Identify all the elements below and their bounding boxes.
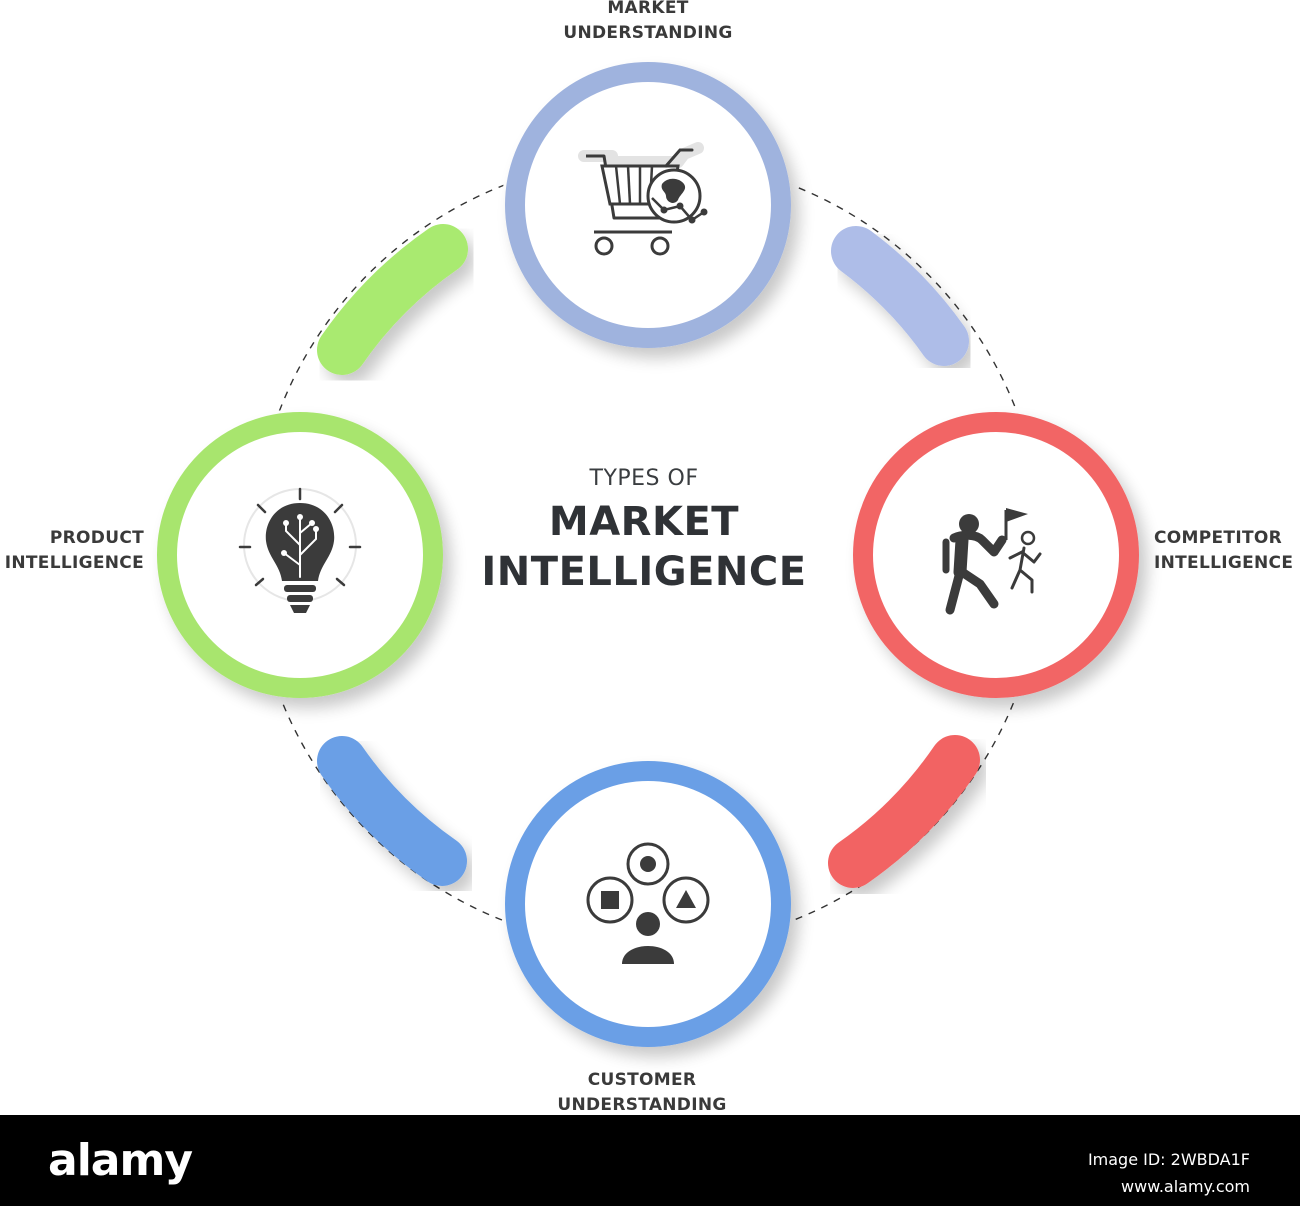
brand-url: www.alamy.com <box>1121 1177 1250 1196</box>
node-customer-understanding <box>505 761 791 1047</box>
connector-arc-top-right <box>831 226 969 366</box>
lightbulb-idea-icon <box>238 487 362 613</box>
footer-bar: alamy Image ID: 2WBDA1F www.alamy.com <box>0 1115 1300 1206</box>
label-competitor-intelligence: COMPETITOR INTELLIGENCE <box>1154 528 1294 573</box>
infographic-canvas: MARKET UNDERSTANDING COMPETITOR INTELLIG… <box>4 0 1294 1115</box>
shopping-cart-globe-icon <box>578 142 708 256</box>
cycle-diagram <box>157 62 1139 1047</box>
image-id: Image ID: 2WBDA1F <box>1087 1150 1250 1169</box>
label-product-intelligence: PRODUCT INTELLIGENCE <box>4 528 144 573</box>
label-market-understanding: MARKET UNDERSTANDING <box>563 0 733 43</box>
connector-arc-bottom-left <box>317 736 467 886</box>
connector-arc-bottom-right <box>828 735 980 888</box>
center-title-line1: MARKET <box>548 499 740 545</box>
label-customer-understanding: CUSTOMER UNDERSTANDING <box>557 1070 727 1115</box>
center-title-line2: INTELLIGENCE <box>481 549 807 595</box>
brand-logo: alamy <box>48 1135 193 1186</box>
center-subtitle: TYPES OF <box>589 466 699 491</box>
connector-arc-top-left <box>317 224 468 375</box>
competitor-race-icon <box>942 508 1042 615</box>
center-title: TYPES OF MARKET INTELLIGENCE <box>444 466 844 597</box>
customer-choices-icon <box>586 842 710 964</box>
